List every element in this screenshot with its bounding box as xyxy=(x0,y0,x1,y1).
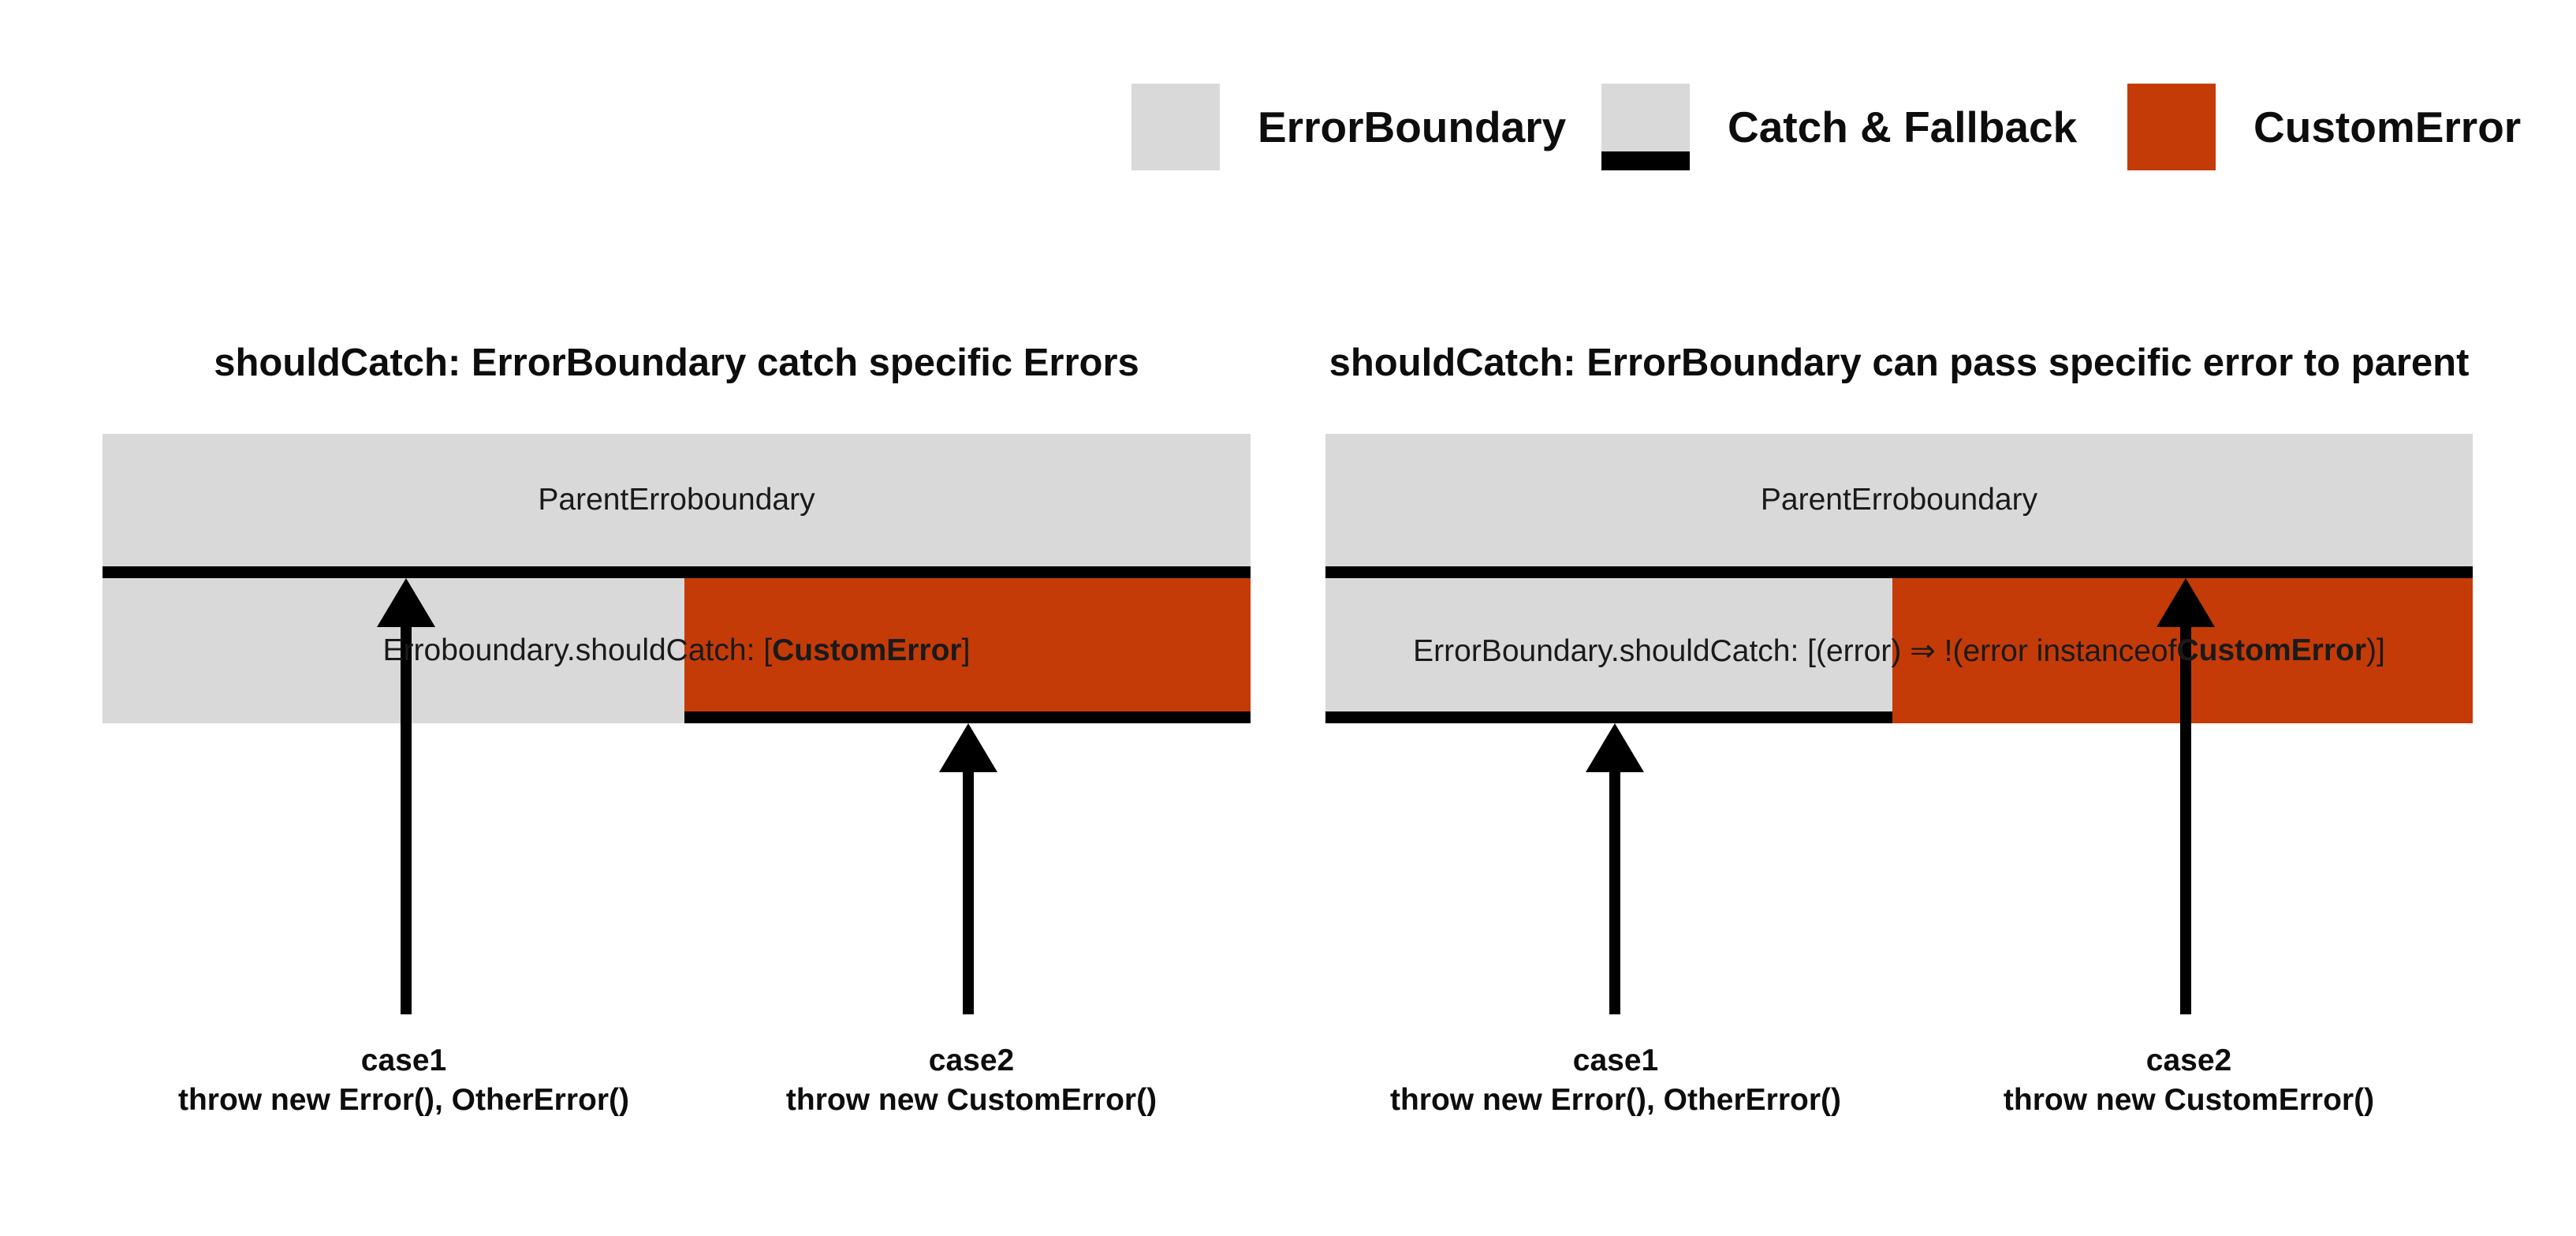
arrow-shaft xyxy=(963,767,974,1014)
catch-fallback-swatch xyxy=(1601,84,1690,170)
case-code: throw new Error(), OtherError() xyxy=(1389,1083,1842,1117)
should-catch-text-bold: CustomError xyxy=(772,633,962,667)
legend-item-catch-fallback: Catch & Fallback xyxy=(1601,84,2077,170)
arrow-shaft xyxy=(401,622,412,1014)
parent-error-boundary-bar: ParentErroboundary xyxy=(1325,434,2473,578)
case1-arrow-left-panel xyxy=(377,578,435,1014)
custom-error-swatch xyxy=(2127,84,2216,170)
case2-arrow-right-panel xyxy=(2157,578,2215,1014)
child-boundary-row: ErrorBoundary.shouldCatch: [(error) ⇒ !(… xyxy=(1325,578,2473,723)
legend-label: Catch & Fallback xyxy=(1728,103,2078,151)
case-code: throw new Error(), OtherError() xyxy=(177,1083,630,1117)
parent-error-boundary-bar: ParentErroboundary xyxy=(103,434,1251,578)
error-boundary-swatch xyxy=(1131,84,1220,170)
arrow-head-icon xyxy=(2157,578,2215,627)
child-boundary-label: Erroboundary.shouldCatch: [CustomError] xyxy=(103,578,1251,723)
arrow-head-icon xyxy=(1586,723,1644,772)
case-name: case2 xyxy=(2145,1044,2232,1077)
arrow-head-icon xyxy=(939,723,997,772)
panel-pass-error-to-parent: shouldCatch: ErrorBoundary can pass spec… xyxy=(1325,0,2473,1236)
case-label: case1 throw new Error(), OtherError() xyxy=(49,1041,759,1120)
case-label: case2 throw new CustomError() xyxy=(617,1041,1326,1120)
child-boundary-row: Erroboundary.shouldCatch: [CustomError] xyxy=(103,578,1251,723)
should-catch-text-pre: Erroboundary.shouldCatch: [ xyxy=(382,633,773,667)
arrow-shaft xyxy=(1609,767,1620,1014)
legend-item-custom-error: CustomError xyxy=(2127,84,2521,170)
parent-boundary-label: ParentErroboundary xyxy=(538,483,815,517)
panel-title: shouldCatch: ErrorBoundary can pass spec… xyxy=(1329,342,2470,384)
case1-arrow-right-panel xyxy=(1586,723,1644,1014)
legend-item-error-boundary: ErrorBoundary xyxy=(1131,84,1566,170)
should-catch-text-bold: CustomError xyxy=(2176,633,2367,667)
case-code: throw new CustomError() xyxy=(785,1083,1158,1117)
case-name: case1 xyxy=(1572,1044,1659,1077)
child-boundary-label: ErrorBoundary.shouldCatch: [(error) ⇒ !(… xyxy=(1325,578,2473,723)
case-code: throw new CustomError() xyxy=(2003,1083,2375,1117)
panel-catch-specific-errors: shouldCatch: ErrorBoundary catch specifi… xyxy=(103,0,1251,1236)
should-catch-text-pre: ErrorBoundary.shouldCatch: [(error) ⇒ !(… xyxy=(1413,633,2177,668)
should-catch-text-post: )] xyxy=(2366,633,2385,667)
child-boundary-gray-segment xyxy=(1325,578,1892,723)
case-name: case2 xyxy=(928,1044,1015,1077)
panel-title: shouldCatch: ErrorBoundary catch specifi… xyxy=(214,342,1139,384)
case2-arrow-left-panel xyxy=(939,723,997,1014)
legend-label: ErrorBoundary xyxy=(1258,103,1567,151)
legend-label: CustomError xyxy=(2254,103,2522,151)
arrow-shaft xyxy=(2180,622,2191,1014)
arrow-head-icon xyxy=(377,578,435,627)
parent-boundary-label: ParentErroboundary xyxy=(1760,483,2038,517)
case-label: case1 throw new Error(), OtherError() xyxy=(1261,1041,1970,1120)
case-name: case1 xyxy=(360,1044,447,1077)
child-boundary-custom-error-segment xyxy=(684,578,1251,723)
should-catch-text-post: ] xyxy=(961,633,971,667)
case-label: case2 throw new CustomError() xyxy=(1834,1041,2544,1120)
